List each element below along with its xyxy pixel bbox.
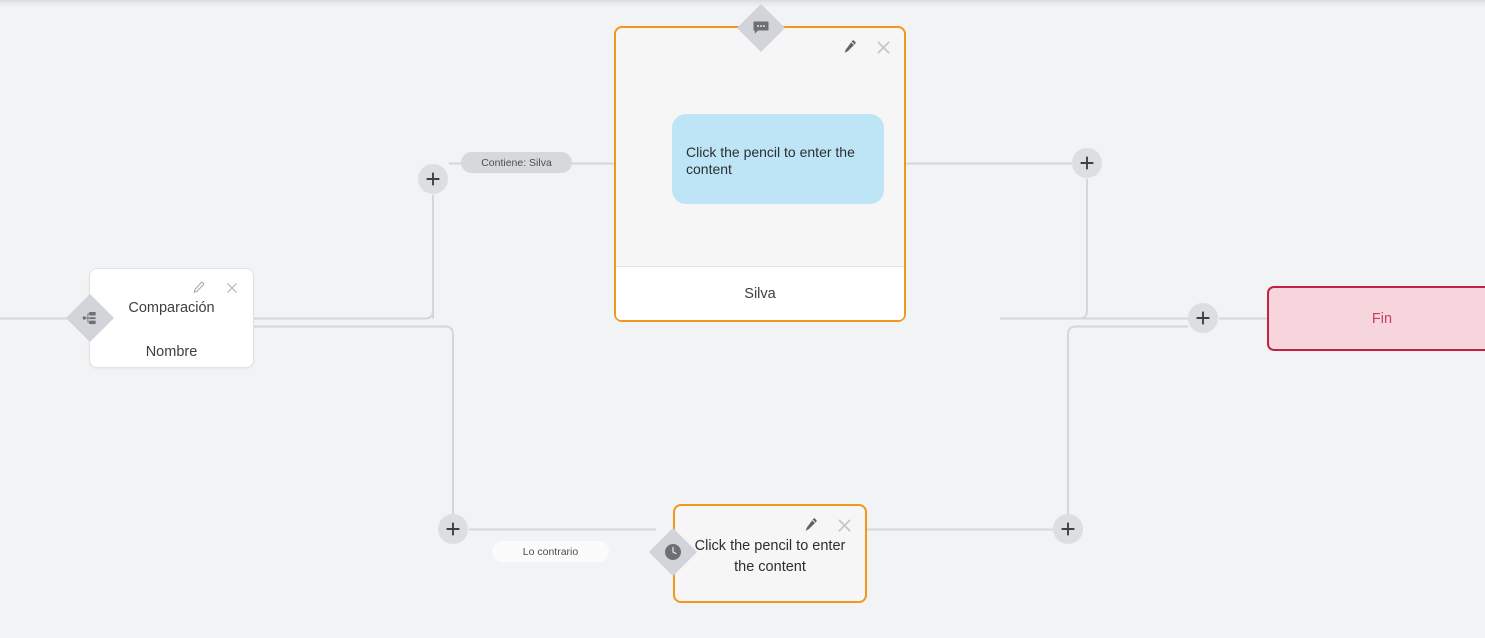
message-bottom-toolbar[interactable] xyxy=(801,516,853,534)
edge-merge-true-down xyxy=(1000,179,1088,320)
comparison-title: Comparación xyxy=(128,300,215,316)
message-bubble[interactable]: Click the pencil to enter the content xyxy=(672,114,884,204)
comparison-body: Comparación Nombre xyxy=(90,269,253,365)
pencil-icon[interactable] xyxy=(840,38,858,56)
close-icon[interactable] xyxy=(874,38,892,56)
close-icon[interactable] xyxy=(223,279,241,297)
add-branch-true-button[interactable] xyxy=(418,164,448,194)
edge-false-down xyxy=(254,325,454,514)
message-bottom-text[interactable]: Click the pencil to enter the content xyxy=(694,538,846,575)
node-message-bottom[interactable]: Click the pencil to enter the content xyxy=(673,504,867,603)
pencil-icon[interactable] xyxy=(801,516,819,534)
comparison-subtitle: Nombre xyxy=(145,344,198,360)
add-merge-false-button[interactable] xyxy=(1053,514,1083,544)
message-top-footer: Silva xyxy=(616,266,904,320)
pencil-icon[interactable] xyxy=(189,279,207,297)
edge-label-branch-false[interactable]: Lo contrario xyxy=(492,541,609,562)
edge-label-branch-true[interactable]: Contiene: Silva xyxy=(461,152,572,173)
close-icon[interactable] xyxy=(835,516,853,534)
edge-true-up xyxy=(424,195,434,320)
add-before-end-button[interactable] xyxy=(1188,303,1218,333)
message-top-body: Click the pencil to enter the content xyxy=(616,28,904,266)
edge-merge-false-up xyxy=(1067,325,1188,514)
speech-bubble-icon xyxy=(736,3,786,53)
clock-icon xyxy=(648,527,698,577)
node-end[interactable]: Fin xyxy=(1267,286,1485,351)
add-merge-true-button[interactable] xyxy=(1072,148,1102,178)
node-message-top[interactable]: Click the pencil to enter the content Si… xyxy=(614,26,906,322)
sitemap-branch-icon xyxy=(65,293,115,343)
add-branch-false-button[interactable] xyxy=(438,514,468,544)
comparison-toolbar[interactable] xyxy=(189,279,241,297)
message-top-toolbar[interactable] xyxy=(840,38,892,56)
